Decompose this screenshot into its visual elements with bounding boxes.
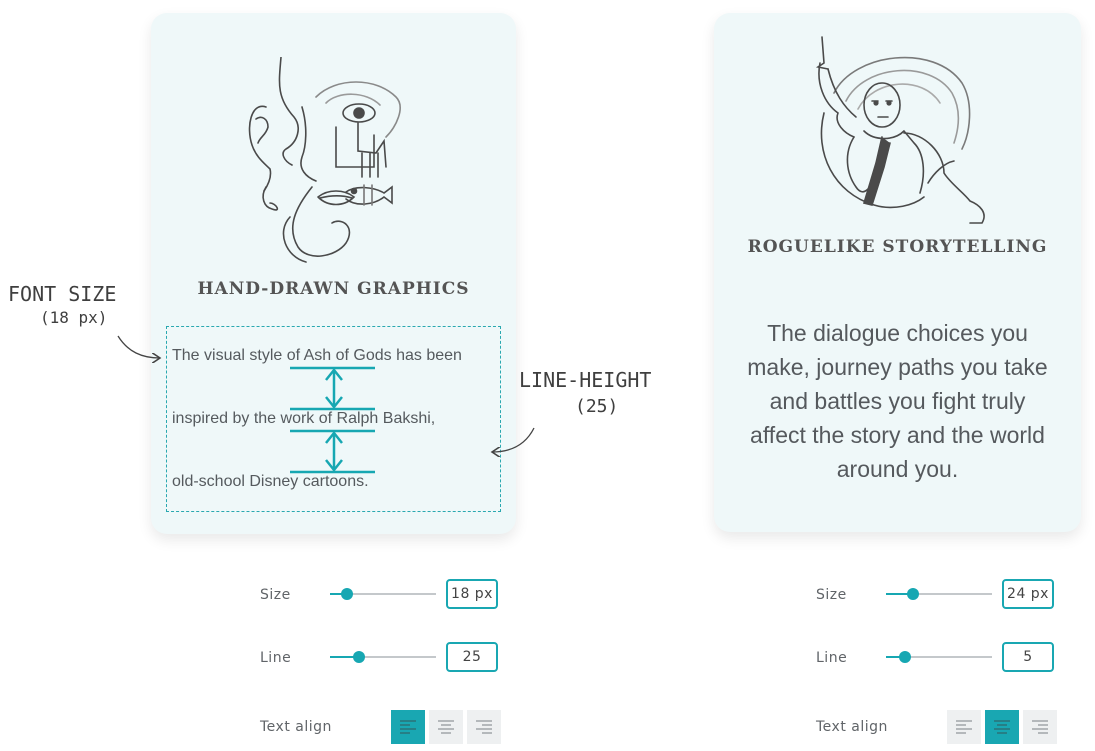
slider-thumb[interactable]	[907, 588, 919, 600]
font-size-annotation-label: FONT SIZE	[8, 282, 117, 306]
size-slider[interactable]	[330, 588, 436, 600]
align-left-button[interactable]	[947, 710, 981, 744]
align-left-icon	[956, 720, 972, 734]
right-card: ROGUELIKE STORYTELLING The dialogue choi…	[714, 13, 1081, 532]
text-bounding-box: The visual style of Ash of Gods has been…	[166, 326, 501, 512]
slider-thumb[interactable]	[353, 651, 365, 663]
align-left-button[interactable]	[391, 710, 425, 744]
align-center-button[interactable]	[429, 710, 463, 744]
align-right-button[interactable]	[467, 710, 501, 744]
man-pointing-up-sketch-icon	[815, 36, 985, 224]
align-center-button[interactable]	[985, 710, 1019, 744]
align-center-icon	[994, 720, 1010, 734]
card-title: ROGUELIKE STORYTELLING	[747, 237, 1048, 257]
line-slider[interactable]	[330, 651, 436, 663]
text-align-label: Text align	[260, 719, 332, 735]
slider-thumb[interactable]	[341, 588, 353, 600]
hand-drawn-face-collage-icon	[248, 57, 401, 263]
align-left-icon	[400, 720, 416, 734]
line-height-annotation-value: (25)	[575, 396, 619, 417]
card-paragraph: The dialogue choices you make, journey p…	[747, 320, 1048, 482]
size-value-box[interactable]: 18 px	[446, 579, 498, 609]
align-right-icon	[476, 720, 492, 734]
text-align-label: Text align	[816, 719, 888, 735]
line-value-box[interactable]: 25	[446, 642, 498, 672]
align-center-icon	[438, 720, 454, 734]
size-label: Size	[816, 587, 847, 603]
text-line: inspired by the work of Ralph Bakshi,	[172, 410, 436, 427]
size-label: Size	[260, 587, 291, 603]
align-right-icon	[1032, 720, 1048, 734]
card-title: HAND-DRAWN GRAPHICS	[197, 279, 470, 299]
left-card: HAND-DRAWN GRAPHICS The visual style of …	[151, 13, 516, 534]
text-line: old-school Disney cartoons.	[172, 473, 369, 490]
line-value-box[interactable]: 5	[1002, 642, 1054, 672]
size-value-box[interactable]: 24 px	[1002, 579, 1054, 609]
size-slider[interactable]	[886, 588, 992, 600]
font-size-annotation-value: (18 px)	[40, 308, 108, 327]
text-line: The visual style of Ash of Gods has been	[172, 347, 462, 364]
align-right-button[interactable]	[1023, 710, 1057, 744]
line-slider[interactable]	[886, 651, 992, 663]
line-height-annotation-label: LINE-HEIGHT	[519, 368, 652, 392]
line-label: Line	[816, 650, 848, 666]
slider-thumb[interactable]	[899, 651, 911, 663]
line-label: Line	[260, 650, 292, 666]
